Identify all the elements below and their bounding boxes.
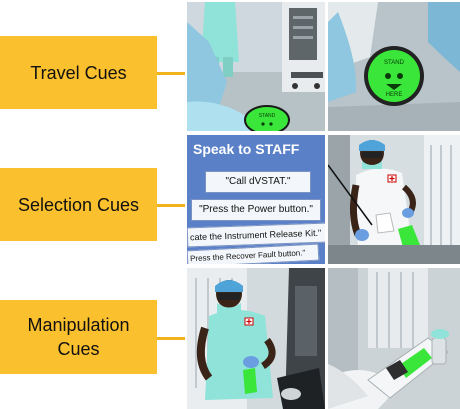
manipulation-connector bbox=[157, 337, 185, 340]
here-marker-text: HERE bbox=[386, 92, 403, 98]
selection-connector bbox=[157, 204, 185, 207]
manipulation-cues-text-2: Cues bbox=[57, 339, 100, 359]
selection-cues-label: Selection Cues bbox=[0, 168, 157, 241]
manipulation-cues-text-1: Manipulation bbox=[27, 315, 130, 335]
stand-marker-text-2: STAND bbox=[384, 60, 405, 66]
manipulation-cue-image-2 bbox=[328, 268, 460, 409]
travel-connector bbox=[157, 72, 185, 75]
travel-cue-image-1: STAND bbox=[187, 2, 325, 131]
speak-menu-item-power[interactable]: "Press the Power button." bbox=[191, 199, 321, 221]
manipulation-cues-label: Manipulation Cues bbox=[0, 300, 157, 374]
selection-cue-image-2 bbox=[328, 135, 460, 264]
stand-marker-text-1: STAND bbox=[259, 113, 276, 119]
travel-cues-label: Travel Cues bbox=[0, 36, 157, 109]
travel-cues-text: Travel Cues bbox=[30, 62, 127, 83]
selection-cues-text: Selection Cues bbox=[17, 194, 140, 215]
selection-cue-image-1: Speak to STAFF "Call dVSTAT." "Press the… bbox=[187, 135, 325, 264]
speak-menu-item-call[interactable]: "Call dVSTAT." bbox=[205, 171, 311, 193]
cue-image-grid: STAND STAND HERE Speak to STAFF "Call dV… bbox=[185, 0, 460, 409]
speak-menu-title: Speak to STAFF bbox=[193, 141, 300, 157]
manipulation-cue-image-1 bbox=[187, 268, 325, 409]
travel-cue-image-2: STAND HERE bbox=[328, 2, 460, 131]
